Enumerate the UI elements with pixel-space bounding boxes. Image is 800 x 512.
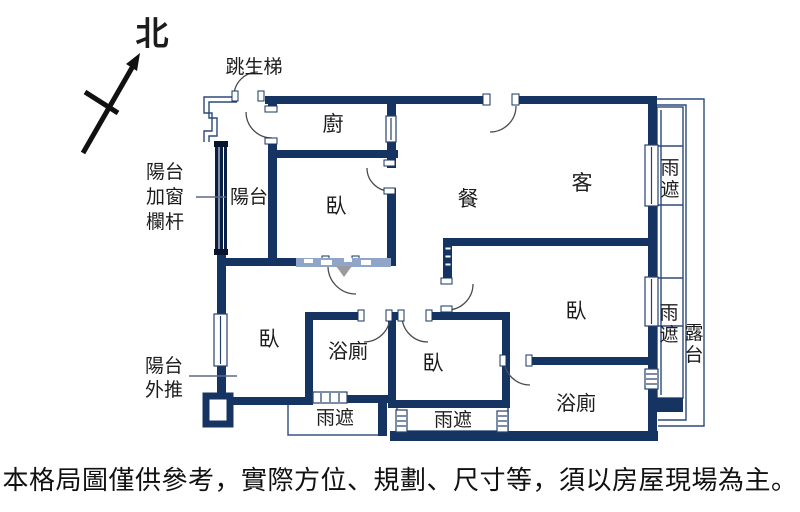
room-label-balcony: 陽台 [229,186,268,208]
room-label-bedroom-middle: 臥 [422,351,444,375]
door-jambs [231,90,533,367]
room-label-bathroom-right: 浴廁 [556,391,596,415]
room-label-dining: 餐 [457,187,479,211]
room-label-kitchen: 廚 [322,112,344,136]
room-label-bedroom-left: 臥 [258,327,280,351]
label-rain-canopy-bottom-right: 雨遮 [433,409,472,431]
disclaimer-text: 本格局圖僅供參考，實際方位、規劃、尺寸等，須以房屋現場為主。 [2,466,798,496]
label-rain-canopy-right-upper: 雨 遮 [660,157,680,202]
compass-north-label: 北 [135,14,169,53]
label-terrace: 露 台 [684,322,704,367]
walls [217,96,683,441]
watermark [296,258,391,277]
room-label-bedroom-top: 臥 [325,194,347,218]
balcony-corner-box [202,392,234,428]
balcony-railing-window [214,141,228,255]
room-label-bedroom-right: 臥 [565,299,587,323]
label-rain-canopy-right-lower: 雨 遮 [659,302,679,347]
room-label-bathroom-left: 浴廁 [328,339,368,363]
leader-lines [189,196,237,377]
balcony-railing-label: 陽台 加窗 欄杆 [146,161,185,234]
balcony-pushed-out-label: 陽台 外推 [145,355,184,402]
label-rain-canopy-bottom-left: 雨遮 [315,407,354,429]
escape-ladder-label: 跳生梯 [225,56,283,78]
windows [213,115,659,433]
room-label-living: 客 [571,171,593,195]
compass-north-arrow [80,53,140,155]
